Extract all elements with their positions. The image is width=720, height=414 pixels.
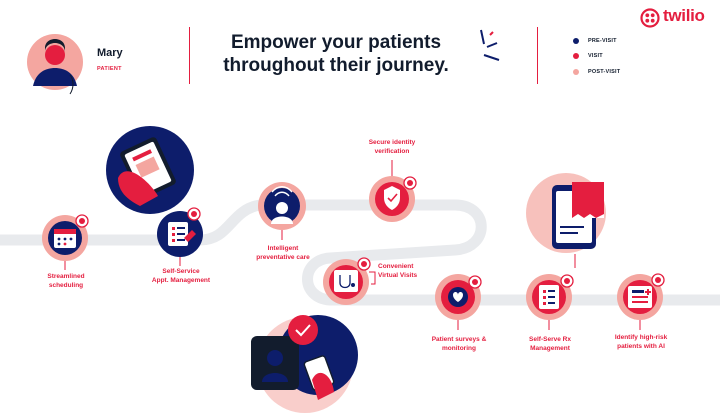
legend-label: POST-VISIT (588, 69, 621, 75)
phone-hand-illustration (106, 126, 194, 214)
stage-label-line: Convenient (378, 263, 414, 270)
legend-item-visit: VISIT (573, 50, 603, 62)
brand-wordmark: twilio (663, 6, 705, 25)
stage-label-line: verification (374, 148, 410, 155)
legend-dot-icon (573, 69, 579, 75)
twilio-logo-icon (640, 8, 660, 28)
stage-label-line: Appt. Management (151, 277, 211, 284)
legend-label: PRE-VISIT (588, 38, 617, 44)
stage-label-line: Identify high-risk (614, 334, 668, 341)
stage-label-line: scheduling (48, 282, 84, 289)
stage-label-line: monitoring (442, 345, 476, 352)
headline-line-2: throughout their journey. (223, 55, 449, 76)
stage-label-virtual-visits: Convenient Virtual Visits (378, 262, 458, 280)
headline: Empower your patients throughout their j… (200, 31, 472, 77)
stage-node-scheduling (42, 214, 89, 270)
stage-node-preventative-care (258, 182, 306, 240)
divider-left (189, 27, 190, 84)
journey-path (0, 199, 720, 306)
stage-label-line: Self-Service (162, 268, 200, 275)
patient-avatar (27, 34, 83, 95)
legend-item-post-visit: POST-VISIT (573, 66, 620, 78)
stage-label-line: Streamlined (47, 273, 85, 280)
stage-node-patient-surveys (435, 274, 482, 330)
stage-label-high-risk-ai: Identify high-risk patients with AI (600, 333, 682, 351)
stage-node-appt-management (157, 207, 203, 266)
stage-label-line: preventative care (256, 254, 310, 261)
stage-label-scheduling: Streamlined scheduling (30, 272, 102, 290)
stage-node-identity-verification (369, 160, 417, 222)
accent-dashes (480, 29, 500, 61)
prescription-receipt-illustration (526, 173, 606, 268)
stage-label-identity-verification: Secure identity verification (352, 138, 432, 156)
legend-item-pre-visit: PRE-VISIT (573, 35, 617, 47)
persona-role: PATIENT (97, 66, 122, 72)
stage-label-rx-management: Self-Serve Rx Management (512, 335, 588, 353)
stage-label-preventative-care: Intelligent preventative care (240, 244, 326, 262)
stage-node-virtual-visits (323, 257, 376, 305)
stage-label-patient-surveys: Patient surveys & monitoring (418, 335, 500, 353)
headline-line-1: Empower your patients (230, 32, 442, 53)
stage-node-high-risk-ai (617, 273, 665, 330)
stage-label-line: Secure identity (368, 139, 416, 146)
legend-dot-icon (573, 38, 579, 44)
stage-node-rx-management (526, 274, 574, 330)
video-visit-illustration (251, 315, 358, 413)
legend-dot-icon (573, 53, 579, 59)
divider-right (537, 27, 538, 84)
stage-label-line: patients with AI (617, 343, 665, 350)
stage-label-line: Self-Serve Rx (529, 336, 571, 343)
stage-label-line: Intelligent (267, 245, 299, 252)
stage-label-line: Virtual Visits (378, 272, 418, 279)
stage-label-appt-management: Self-Service Appt. Management (138, 267, 224, 285)
stage-label-line: Patient surveys & (431, 336, 487, 343)
legend-label: VISIT (588, 53, 603, 59)
persona-name: Mary (97, 47, 123, 59)
stage-label-line: Management (530, 345, 570, 352)
